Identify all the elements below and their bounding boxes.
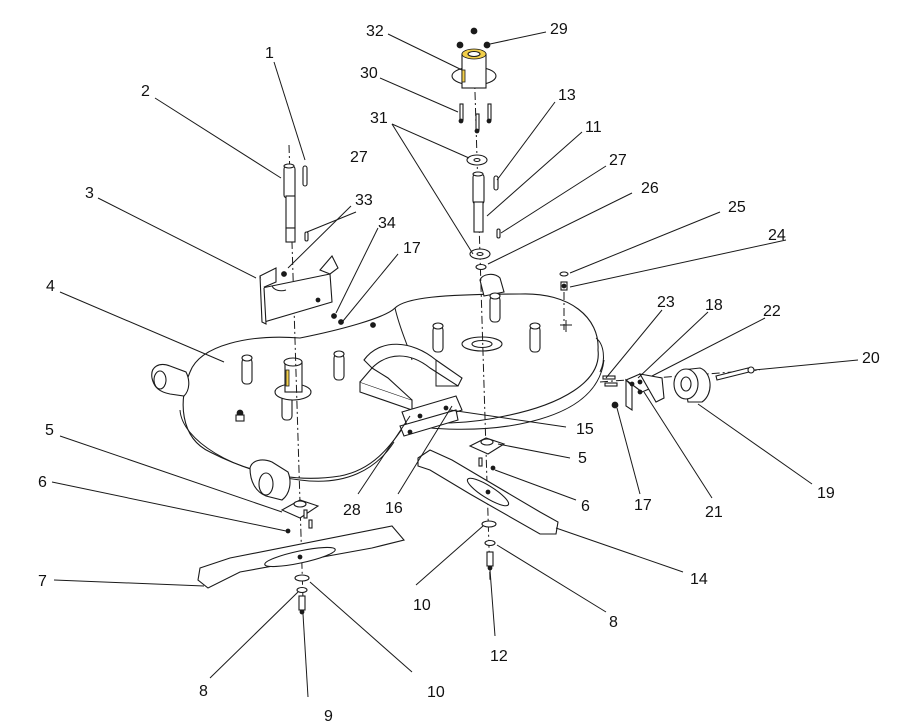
left-adapter-key xyxy=(303,509,308,519)
callout-9: 9 xyxy=(324,708,333,725)
left-key-lower xyxy=(304,231,309,242)
callout-32: 32 xyxy=(366,23,384,40)
housing-nut-c xyxy=(483,41,491,49)
retaining-ring-drawing xyxy=(475,263,487,271)
callout-17-upper: 17 xyxy=(403,240,421,257)
callout-5-left: 5 xyxy=(45,422,54,439)
mounting-bracket-drawing xyxy=(259,255,339,325)
front-roller-left xyxy=(249,459,291,501)
left-adapter-bolt-drawing xyxy=(285,528,291,534)
left-blade-adapter-drawing xyxy=(280,499,320,519)
right-lock-washer-drawing xyxy=(484,539,496,547)
callout-11: 11 xyxy=(585,119,602,136)
callout-17-lower: 17 xyxy=(634,497,652,514)
right-spindle-shaft-drawing xyxy=(472,171,485,233)
housing-nut-a xyxy=(470,27,478,35)
right-spindle-stack xyxy=(417,27,559,581)
right-blade-adapter-drawing xyxy=(468,437,506,455)
rear-roller-left xyxy=(151,363,190,397)
grease-fitting-drawing xyxy=(559,271,569,330)
callout-12: 12 xyxy=(490,648,508,665)
callout-1: 1 xyxy=(265,45,274,62)
left-blade-drawing xyxy=(197,525,405,589)
callout-27-left: 27 xyxy=(350,149,368,166)
left-spindle-shaft-drawing xyxy=(283,163,296,243)
callout-23: 23 xyxy=(657,294,675,311)
callout-33: 33 xyxy=(355,192,373,209)
spindle-housing-drawing xyxy=(451,48,497,89)
callout-6-right: 6 xyxy=(581,498,590,515)
callout-28: 28 xyxy=(343,502,361,519)
callout-22: 22 xyxy=(763,303,781,320)
callout-27-right: 27 xyxy=(609,152,627,169)
left-spindle-mount xyxy=(274,357,312,401)
wheel-assembly-drawing xyxy=(599,366,761,412)
callout-7: 7 xyxy=(38,573,47,590)
discharge-deflector-drawing xyxy=(359,343,463,437)
carriage-bolt-a xyxy=(602,375,616,380)
callout-16: 16 xyxy=(385,500,403,517)
callout-8-right: 8 xyxy=(609,614,618,631)
right-blade-bolt-drawing xyxy=(486,551,494,571)
callout-13: 13 xyxy=(558,87,576,104)
callout-31: 31 xyxy=(370,110,388,127)
housing-nut-b xyxy=(456,41,464,49)
callout-20: 20 xyxy=(862,350,880,367)
callout-4: 4 xyxy=(46,278,55,295)
wheel-nut-drawing xyxy=(611,401,619,409)
left-blade-bolt-drawing xyxy=(298,595,306,615)
left-flat-washer-drawing xyxy=(294,574,310,582)
bracket-washer-drawing xyxy=(338,319,344,325)
left-key-upper xyxy=(302,165,308,187)
callout-19: 19 xyxy=(817,485,835,502)
leader-lines xyxy=(51,31,859,698)
left-lock-washer-drawing xyxy=(296,586,308,594)
callout-30: 30 xyxy=(360,65,378,82)
callout-29: 29 xyxy=(550,21,568,38)
callout-24: 24 xyxy=(768,227,786,244)
deck-studs xyxy=(235,320,572,422)
carriage-bolt-b xyxy=(604,382,618,387)
right-deck-edge xyxy=(595,337,604,373)
callout-15: 15 xyxy=(576,421,594,438)
callout-2: 2 xyxy=(141,83,150,100)
callout-5-right: 5 xyxy=(578,450,587,467)
callout-10-left: 10 xyxy=(427,684,445,701)
callout-18: 18 xyxy=(705,297,723,314)
callout-10-right: 10 xyxy=(413,597,431,614)
callout-26: 26 xyxy=(641,180,659,197)
spindle-bolts-drawing xyxy=(458,103,492,134)
deck-posts xyxy=(241,292,541,421)
callout-3: 3 xyxy=(85,185,94,202)
right-spindle-opening xyxy=(461,336,503,352)
callout-34: 34 xyxy=(378,215,396,232)
right-adapter-bolt-drawing xyxy=(490,465,496,471)
callout-25: 25 xyxy=(728,199,746,216)
left-adapter-stud xyxy=(308,519,313,529)
right-key-upper xyxy=(493,175,499,191)
wheel-bolt-drawing xyxy=(715,366,755,381)
callout-6-left: 6 xyxy=(38,474,47,491)
callout-8-left: 8 xyxy=(199,683,208,700)
rear-roller-right xyxy=(479,273,505,297)
right-adapter-stud xyxy=(478,457,483,467)
callout-21: 21 xyxy=(705,504,723,521)
callout-labels: 1 2 3 4 5 6 7 8 9 10 10 8 12 14 6 5 15 1… xyxy=(38,21,880,725)
callout-14: 14 xyxy=(690,571,708,588)
right-key-lower xyxy=(496,228,501,239)
right-flat-washer-drawing xyxy=(481,520,497,528)
right-blade-drawing xyxy=(417,449,559,535)
left-spindle-stack xyxy=(197,144,405,615)
gauge-wheel-drawing xyxy=(673,367,711,403)
bracket-bolt-drawing xyxy=(331,313,337,319)
